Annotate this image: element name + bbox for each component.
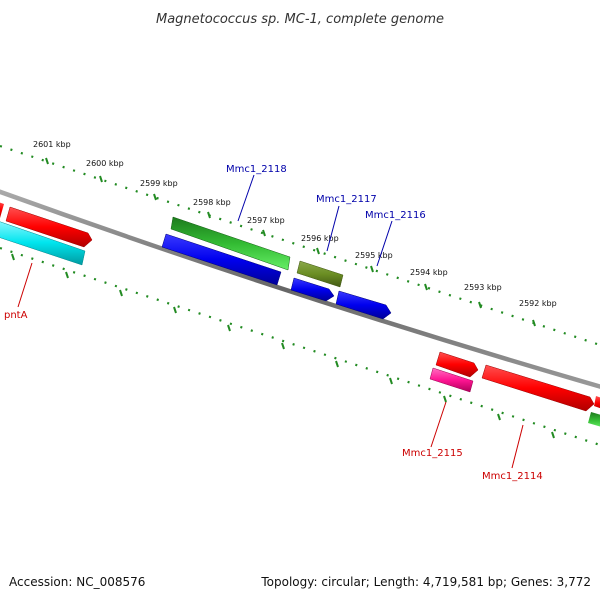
tick-label-2599: 2599 kbp bbox=[140, 179, 178, 188]
genome-summary-text: Topology: circular; Length: 4,719,581 bp… bbox=[260, 575, 591, 589]
accession-text: Accession: NC_008576 bbox=[9, 575, 145, 589]
label-mmc1-2116[interactable]: Mmc1_2116 bbox=[365, 210, 426, 221]
tick-label-2600: 2600 kbp bbox=[86, 159, 124, 168]
gene-mmc1-2116-a[interactable] bbox=[290, 277, 335, 302]
map-title: Magnetococcus sp. MC-1, complete genome bbox=[156, 12, 444, 27]
gene-mmc1-2118[interactable] bbox=[170, 216, 291, 271]
tick-row-forward bbox=[0, 144, 600, 347]
tick-label-2601: 2601 kbp bbox=[33, 140, 71, 149]
label-mmc1-2114[interactable]: Mmc1_2114 bbox=[482, 471, 543, 482]
gene-mmc1-2114[interactable] bbox=[481, 364, 595, 412]
gene-pnta[interactable] bbox=[0, 220, 86, 266]
tick-row-reverse bbox=[0, 246, 600, 447]
gene-partial-left-red[interactable] bbox=[0, 201, 4, 218]
tick-label-2596: 2596 kbp bbox=[301, 234, 339, 243]
label-mmc1-2118[interactable]: Mmc1_2118 bbox=[226, 164, 287, 175]
tick-label-2595: 2595 kbp bbox=[355, 251, 393, 260]
tick-label-2594: 2594 kbp bbox=[410, 268, 448, 277]
label-mmc1-2117[interactable]: Mmc1_2117 bbox=[316, 194, 377, 205]
gene-partial-right-green[interactable] bbox=[588, 412, 600, 428]
label-pnta[interactable]: pntA bbox=[4, 310, 28, 321]
tick-label-2597: 2597 kbp bbox=[247, 216, 285, 225]
leader-lines bbox=[17, 174, 524, 469]
gene-mmc1-2115-forward[interactable] bbox=[435, 351, 479, 378]
tick-label-2592: 2592 kbp bbox=[519, 299, 557, 308]
label-mmc1-2115[interactable]: Mmc1_2115 bbox=[402, 448, 463, 459]
gene-mmc1-2118-reverse[interactable] bbox=[161, 233, 282, 286]
genome-backbone bbox=[0, 189, 600, 389]
tick-label-2593: 2593 kbp bbox=[464, 283, 502, 292]
gene-forward-red[interactable] bbox=[5, 206, 93, 248]
gene-partial-right-red[interactable] bbox=[594, 396, 600, 410]
major-ticks bbox=[11, 157, 555, 439]
tick-label-2598: 2598 kbp bbox=[193, 198, 231, 207]
gene-mmc1-2116[interactable] bbox=[335, 290, 392, 320]
gene-mmc1-2117[interactable] bbox=[296, 260, 344, 288]
gene-mmc1-2115[interactable] bbox=[429, 367, 474, 393]
